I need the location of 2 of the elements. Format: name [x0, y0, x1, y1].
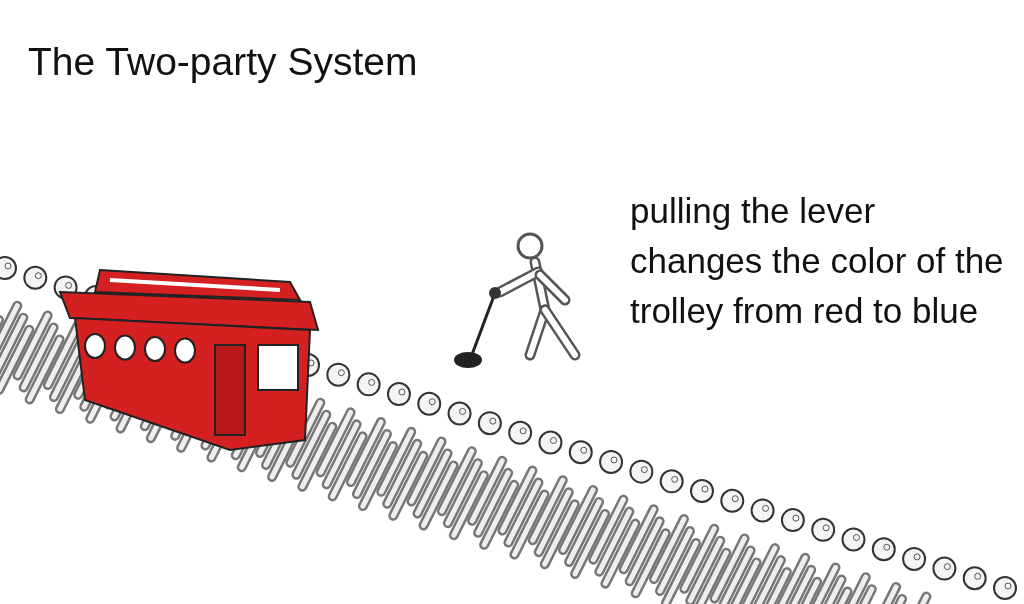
title: The Two-party System — [28, 40, 418, 84]
caption-text: pulling the lever changes the color of the trolley from red to blue — [630, 190, 1005, 332]
